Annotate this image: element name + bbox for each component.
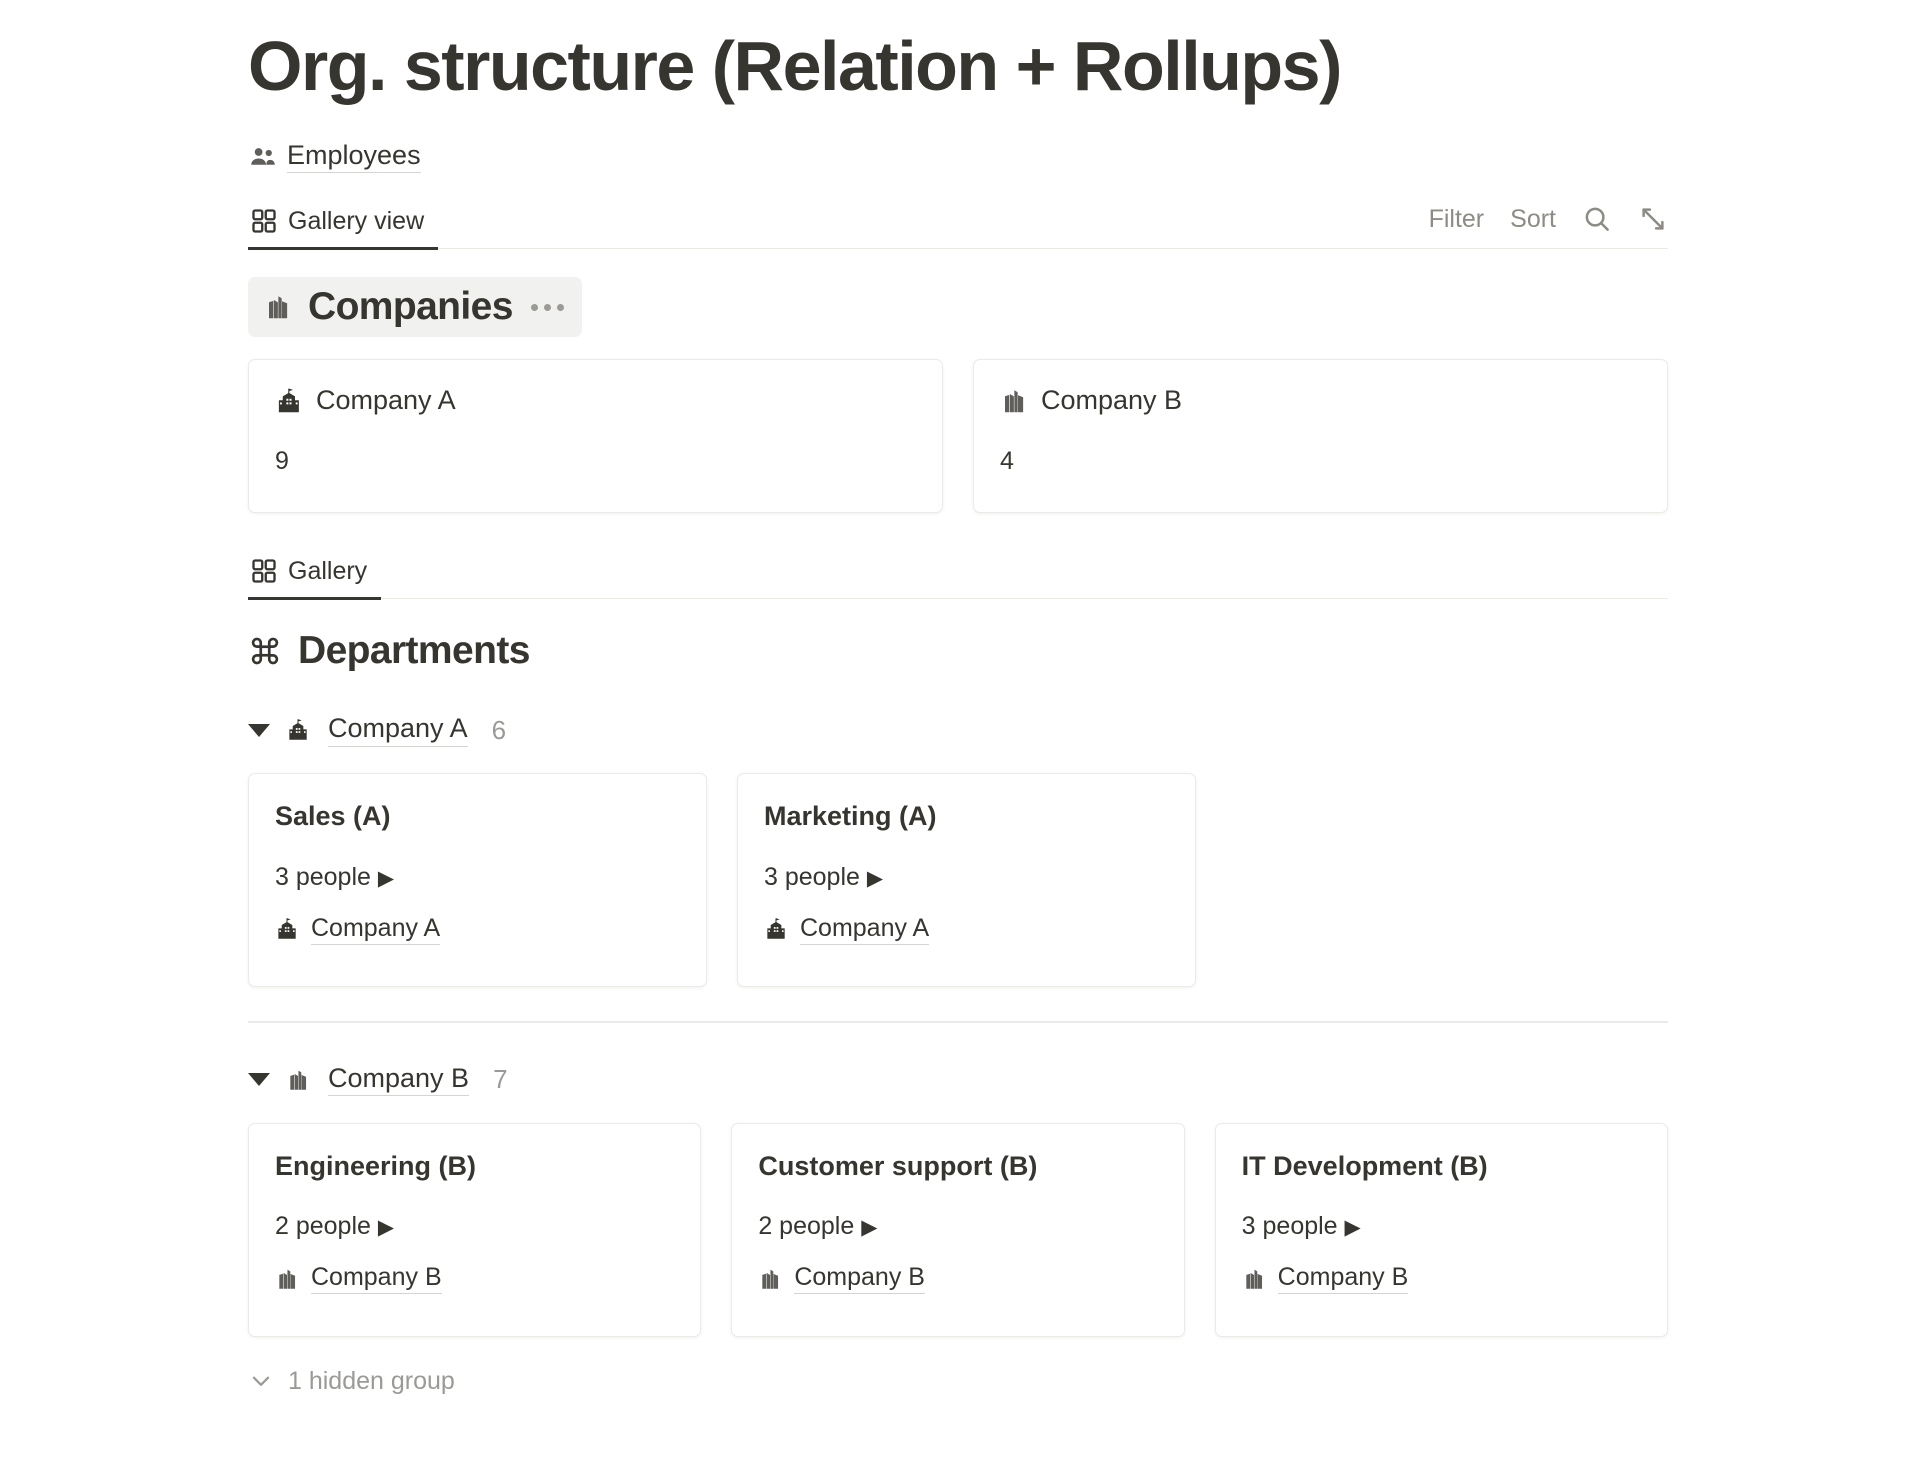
department-people-row[interactable]: 2 people ▶ bbox=[275, 1211, 674, 1241]
department-card-title: Engineering (B) bbox=[275, 1150, 476, 1181]
hidden-group-toggle[interactable]: 1 hidden group bbox=[248, 1367, 1668, 1396]
grid-icon bbox=[250, 207, 278, 235]
ellipsis-icon[interactable] bbox=[527, 303, 564, 311]
department-card[interactable]: Sales (A) 3 people ▶ bbox=[248, 773, 707, 987]
factory-icon bbox=[264, 292, 294, 322]
factory-icon bbox=[275, 1266, 301, 1292]
school-building-icon bbox=[275, 386, 305, 416]
company-card[interactable]: Company B 4 bbox=[973, 359, 1668, 513]
view-tabs: Gallery view bbox=[248, 193, 439, 250]
department-relation[interactable]: Company B bbox=[1242, 1263, 1641, 1294]
department-people-count: 3 people bbox=[275, 862, 371, 891]
group-label[interactable]: Company B bbox=[328, 1063, 470, 1097]
department-people-row[interactable]: 3 people ▶ bbox=[1242, 1211, 1641, 1241]
section-header-departments: Departments bbox=[248, 629, 1668, 673]
tab-gallery[interactable]: Gallery bbox=[248, 556, 382, 600]
source-database-link[interactable]: Employees bbox=[248, 137, 1668, 177]
departments-view-toolbar: Gallery bbox=[248, 543, 1668, 600]
company-card-title: Company B bbox=[1041, 385, 1183, 415]
departments-view-tabs: Gallery bbox=[248, 543, 382, 600]
page-root: Org. structure (Relation + Rollups) Empl… bbox=[248, 27, 1668, 1396]
toolbar-actions: Filter Sort bbox=[1429, 204, 1668, 248]
school-building-icon bbox=[764, 916, 790, 942]
source-database-label: Employees bbox=[287, 140, 421, 174]
department-people-count: 3 people bbox=[764, 862, 860, 891]
school-building-icon bbox=[286, 717, 312, 743]
search-icon[interactable] bbox=[1582, 204, 1612, 234]
chevron-down-icon bbox=[248, 1368, 274, 1394]
group-header-company-a[interactable]: Company A 6 bbox=[248, 709, 1668, 751]
company-card-header: Company A bbox=[275, 384, 916, 418]
caret-down-icon[interactable] bbox=[248, 1073, 270, 1086]
department-card-title: Marketing (A) bbox=[764, 801, 937, 831]
relation-link[interactable]: Company A bbox=[800, 914, 930, 945]
group-header-company-b[interactable]: Company B 7 bbox=[248, 1059, 1668, 1101]
department-people-count: 2 people bbox=[758, 1212, 855, 1241]
department-card[interactable]: Marketing (A) 3 people ▶ bbox=[737, 773, 1196, 987]
caret-down-icon[interactable] bbox=[248, 723, 270, 737]
hidden-group-label: 1 hidden group bbox=[288, 1366, 455, 1395]
group-count: 6 bbox=[491, 714, 507, 745]
tab-gallery-view-label: Gallery view bbox=[288, 206, 425, 235]
department-relation[interactable]: Company B bbox=[275, 1263, 674, 1294]
department-people-count: 2 people bbox=[275, 1212, 371, 1241]
factory-icon bbox=[758, 1266, 784, 1292]
section-header-companies[interactable]: Companies bbox=[248, 277, 582, 337]
play-triangle-icon[interactable]: ▶ bbox=[866, 866, 884, 890]
company-card-value: 4 bbox=[1000, 446, 1014, 475]
play-triangle-icon[interactable]: ▶ bbox=[1344, 1216, 1361, 1240]
tab-gallery-label: Gallery bbox=[288, 556, 368, 585]
relation-link[interactable]: Company B bbox=[794, 1263, 925, 1294]
relation-link[interactable]: Company B bbox=[1277, 1263, 1409, 1294]
department-relation[interactable]: Company B bbox=[758, 1263, 1157, 1294]
department-card-title: Customer support (B) bbox=[758, 1150, 1038, 1181]
filter-button[interactable]: Filter bbox=[1428, 204, 1485, 233]
company-card-value: 9 bbox=[275, 446, 289, 475]
department-relation[interactable]: Company A bbox=[275, 914, 680, 945]
sort-button[interactable]: Sort bbox=[1510, 204, 1556, 233]
company-card-title: Company A bbox=[316, 385, 456, 415]
play-triangle-icon[interactable]: ▶ bbox=[377, 866, 395, 890]
section-title-departments: Departments bbox=[298, 629, 530, 672]
department-card[interactable]: IT Development (B) 3 people ▶ Company B bbox=[1214, 1122, 1668, 1337]
departments-gallery-company-a: Sales (A) 3 people ▶ bbox=[248, 773, 1668, 987]
group-count: 7 bbox=[493, 1064, 508, 1094]
factory-icon bbox=[1242, 1266, 1268, 1292]
relation-link[interactable]: Company A bbox=[311, 914, 441, 945]
play-triangle-icon[interactable]: ▶ bbox=[377, 1216, 395, 1240]
department-card-title: Sales (A) bbox=[275, 801, 391, 831]
people-icon bbox=[248, 142, 278, 172]
view-toolbar: Gallery view Filter Sort bbox=[248, 193, 1668, 250]
department-people-row[interactable]: 3 people ▶ bbox=[275, 862, 680, 892]
department-card[interactable]: Customer support (B) 2 people ▶ Company … bbox=[731, 1122, 1185, 1337]
department-people-count: 3 people bbox=[1241, 1212, 1338, 1241]
factory-icon bbox=[286, 1067, 312, 1093]
group-label[interactable]: Company A bbox=[328, 713, 468, 747]
section-title-companies: Companies bbox=[308, 285, 513, 328]
grid-icon bbox=[250, 557, 278, 585]
departments-gallery-company-b: Engineering (B) 2 people ▶ Company B Cu bbox=[248, 1122, 1668, 1337]
company-card-header: Company B bbox=[1000, 384, 1641, 418]
companies-gallery: Company A 9 Company B 4 bbox=[248, 359, 1668, 513]
play-triangle-icon[interactable]: ▶ bbox=[861, 1216, 878, 1240]
department-relation[interactable]: Company A bbox=[764, 914, 1169, 945]
department-card-title: IT Development (B) bbox=[1241, 1150, 1488, 1181]
relation-link[interactable]: Company B bbox=[311, 1263, 442, 1294]
command-icon bbox=[248, 634, 282, 668]
tab-gallery-view[interactable]: Gallery view bbox=[248, 206, 439, 250]
department-card[interactable]: Engineering (B) 2 people ▶ Company B bbox=[248, 1122, 702, 1337]
company-card[interactable]: Company A 9 bbox=[248, 359, 943, 513]
department-people-row[interactable]: 2 people ▶ bbox=[758, 1211, 1157, 1241]
department-people-row[interactable]: 3 people ▶ bbox=[764, 862, 1169, 892]
school-building-icon bbox=[275, 916, 301, 942]
group-divider bbox=[248, 1021, 1668, 1023]
factory-icon bbox=[1000, 386, 1030, 416]
expand-arrows-icon[interactable] bbox=[1638, 204, 1668, 234]
page-title: Org. structure (Relation + Rollups) bbox=[248, 27, 1342, 105]
